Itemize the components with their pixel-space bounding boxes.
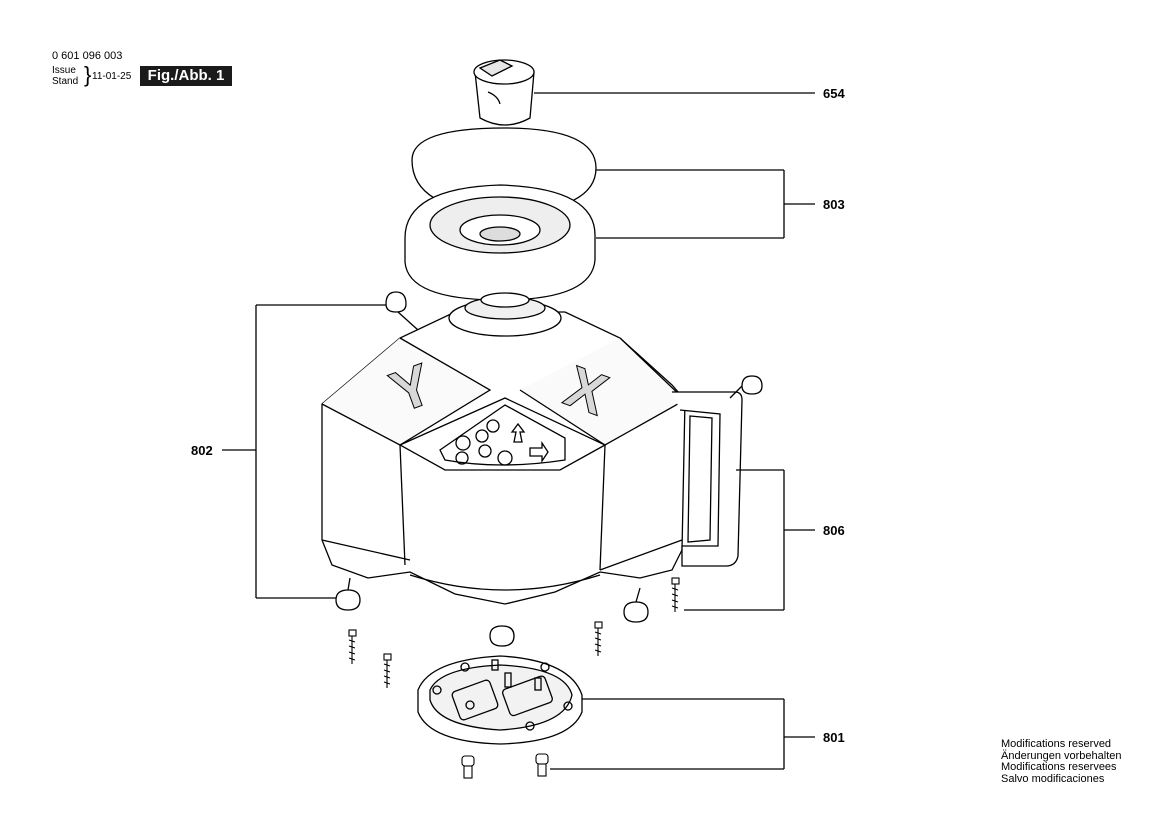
issue-label: Issue [52,65,76,76]
header-brace: } [84,62,92,87]
callout-654: 654 [823,86,845,101]
note-line: Änderungen vorbehalten [1001,749,1122,762]
callout-802: 802 [191,443,213,458]
modifications-note: Modifications reserved Änderungen vorbeh… [1001,738,1122,785]
note-line: Modifications reservees [1001,761,1117,773]
part-801-base-plate [417,655,583,745]
part-654-knob [473,59,535,126]
stand-label: Stand [52,76,79,87]
part-802-housing: Y X [321,292,743,605]
part-number: 0 601 096 003 [52,50,123,62]
callout-803: 803 [823,197,845,212]
note-line: Modifications reserved [1001,738,1112,750]
part-803-cover [404,127,597,301]
callout-801: 801 [823,730,845,745]
issue-date: 11-01-25 [92,71,132,82]
figure-badge: Fig./Abb. 1 [140,66,232,86]
callout-806: 806 [823,523,845,538]
rubber-caps [335,291,763,647]
screws [348,577,680,779]
note-line: Salvo modificaciones [1001,772,1105,785]
